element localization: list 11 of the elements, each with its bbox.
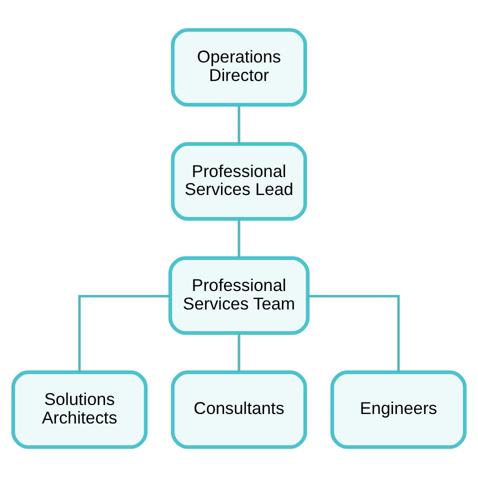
connector <box>238 105 240 144</box>
node-box: Professional Services Lead <box>170 142 308 221</box>
connector <box>308 294 400 372</box>
connector <box>238 333 240 372</box>
node-box: Professional Services Team <box>168 256 310 335</box>
connector <box>78 294 170 372</box>
node-box: Solutions Architects <box>11 370 148 449</box>
connector <box>238 219 240 258</box>
node-box: Engineers <box>330 370 467 449</box>
node-box: Consultants <box>170 370 308 449</box>
node-box: Operations Director <box>170 28 308 107</box>
